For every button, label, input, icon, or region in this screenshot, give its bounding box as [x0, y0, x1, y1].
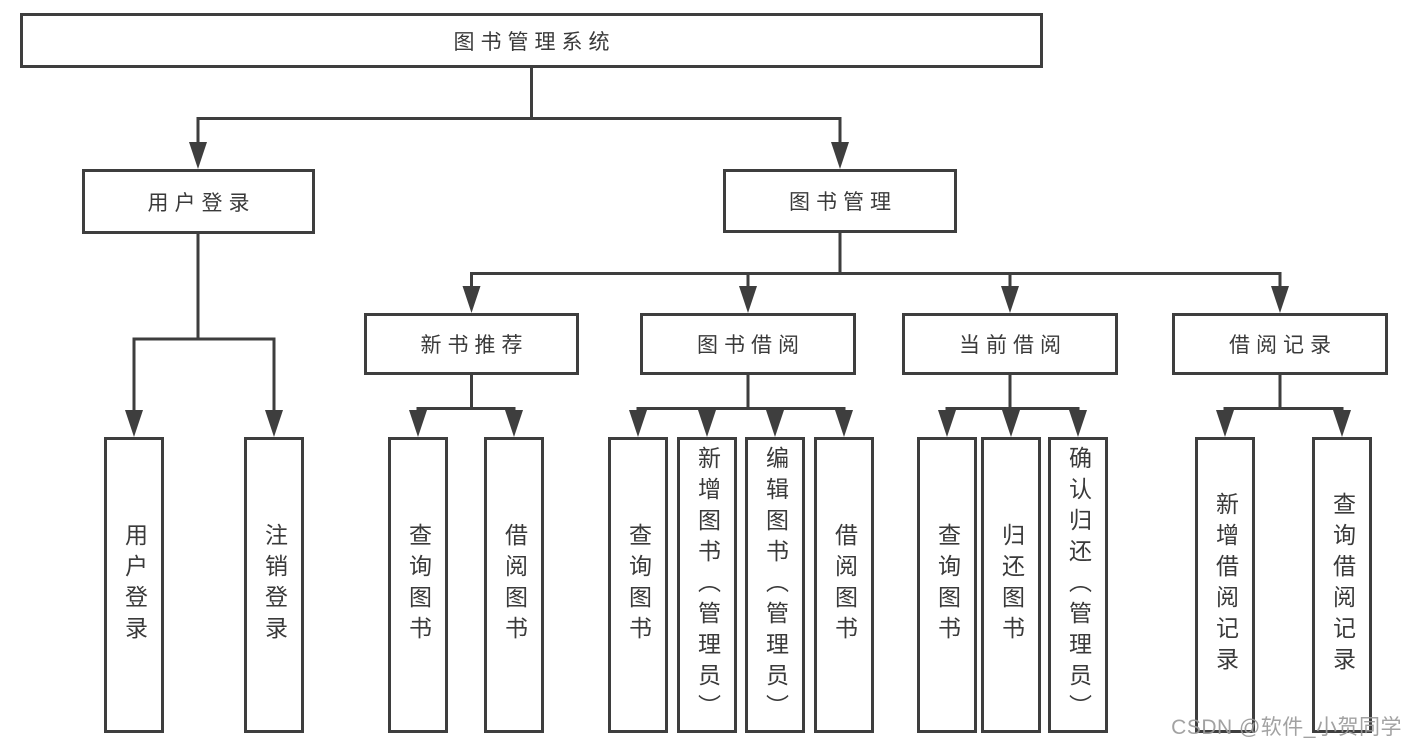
leaf-cb-query-book: 查询图书: [917, 437, 977, 733]
node-book-management-label: 图书管理: [789, 191, 897, 214]
leaf-user-login: 用户登录: [104, 437, 164, 733]
node-borrow-record: 借阅记录: [1172, 313, 1388, 375]
leaf-cb-return-book: 归还图书: [981, 437, 1041, 733]
node-user-login-label: 用户登录: [147, 191, 256, 215]
node-new-book-recommend-label: 新书推荐: [420, 334, 529, 357]
leaf-logout: 注销登录: [244, 437, 304, 733]
leaf-cb-confirm-return: 确认归还（管理员）: [1048, 437, 1108, 733]
leaf-bb-query-book: 查询图书: [608, 437, 668, 733]
leaf-br-query-record-label: 查询借阅记录: [1329, 492, 1356, 678]
leaf-cb-confirm-return-label: 确认归还（管理员）: [1065, 445, 1092, 725]
leaf-bb-edit-book: 编辑图书（管理员）: [745, 437, 805, 733]
leaf-bb-borrow-book-label: 借阅图书: [831, 523, 858, 647]
node-current-borrow-label: 当前借阅: [959, 334, 1067, 357]
leaf-cb-return-book-label: 归还图书: [998, 523, 1025, 647]
leaf-br-add-record-label: 新增借阅记录: [1212, 492, 1239, 678]
node-borrow-record-label: 借阅记录: [1229, 334, 1337, 357]
leaf-bb-borrow-book: 借阅图书: [814, 437, 874, 733]
node-root: 图书管理系统: [20, 13, 1043, 68]
leaf-br-add-record: 新增借阅记录: [1195, 437, 1255, 733]
leaf-nbr-borrow-book: 借阅图书: [484, 437, 544, 733]
leaf-bb-query-book-label: 查询图书: [625, 523, 652, 647]
leaf-nbr-query-book: 查询图书: [388, 437, 448, 733]
leaf-nbr-query-book-label: 查询图书: [405, 523, 432, 647]
leaf-br-query-record: 查询借阅记录: [1312, 437, 1372, 733]
node-book-borrow-label: 图书借阅: [697, 334, 805, 357]
arrowheads: [125, 142, 1351, 437]
node-current-borrow: 当前借阅: [902, 313, 1118, 375]
node-book-borrow: 图书借阅: [640, 313, 856, 375]
node-root-label: 图书管理系统: [453, 30, 616, 54]
leaf-cb-query-book-label: 查询图书: [934, 523, 961, 647]
node-new-book-recommend: 新书推荐: [364, 313, 579, 375]
leaf-bb-add-book: 新增图书（管理员）: [677, 437, 737, 733]
leaf-nbr-borrow-book-label: 借阅图书: [501, 523, 528, 647]
node-user-login: 用户登录: [82, 169, 315, 234]
node-book-management: 图书管理: [723, 169, 957, 233]
leaf-logout-label: 注销登录: [261, 523, 288, 647]
csdn-watermark: CSDN @软件_小贺同学: [1171, 716, 1402, 739]
leaf-bb-add-book-label: 新增图书（管理员）: [694, 445, 721, 725]
leaf-bb-edit-book-label: 编辑图书（管理员）: [762, 445, 789, 725]
leaf-user-login-label: 用户登录: [121, 523, 148, 647]
